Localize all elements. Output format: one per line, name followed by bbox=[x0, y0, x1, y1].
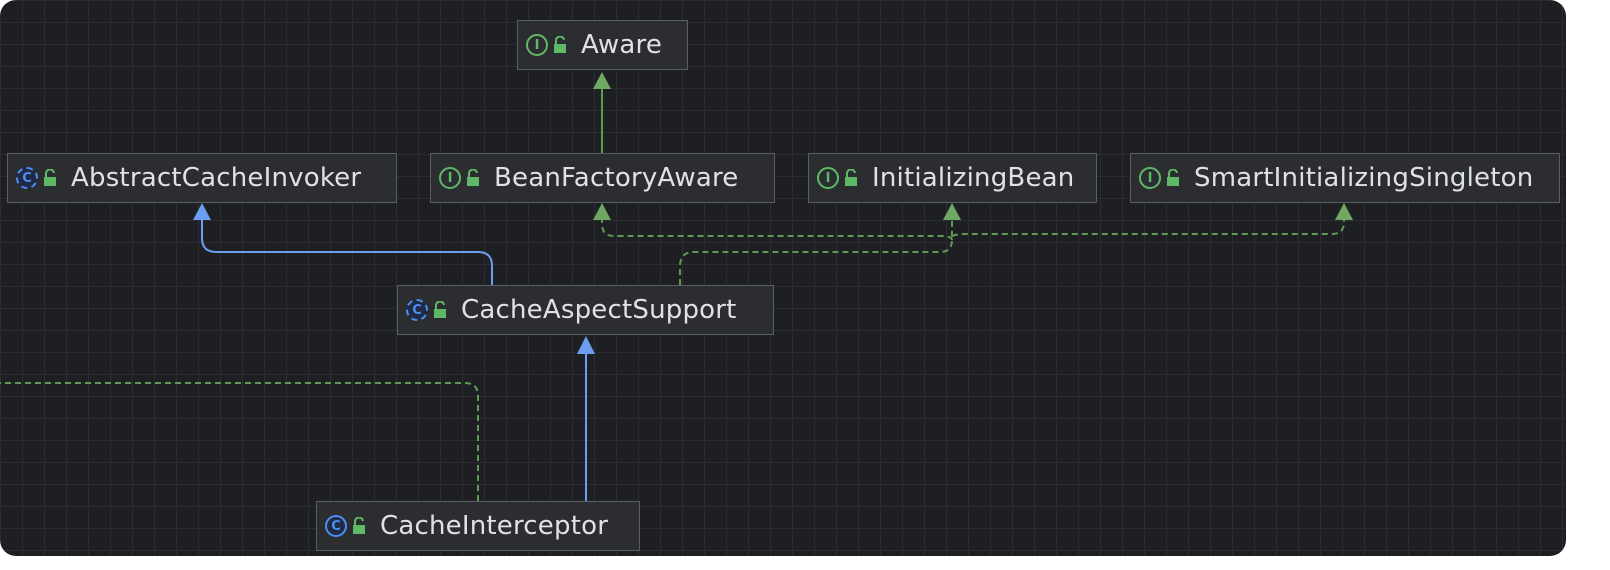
arrowhead bbox=[593, 203, 611, 220]
node-label: BeanFactoryAware bbox=[494, 163, 739, 193]
public-lock-icon bbox=[1167, 169, 1179, 186]
abstract-class-badge-icon: C bbox=[16, 167, 38, 189]
public-lock-icon bbox=[434, 301, 446, 318]
arrowhead bbox=[577, 336, 595, 354]
arrowhead bbox=[593, 72, 611, 89]
node-smart-initializing-singleton[interactable]: I SmartInitializingSingleton bbox=[1130, 153, 1560, 203]
arrowhead bbox=[1335, 203, 1353, 220]
node-label: Aware bbox=[581, 30, 663, 60]
node-bean-factory-aware[interactable]: I BeanFactoryAware bbox=[430, 153, 775, 203]
node-label: SmartInitializingSingleton bbox=[1194, 163, 1534, 193]
arrowhead bbox=[943, 203, 961, 220]
node-abstract-cache-invoker[interactable]: C AbstractCacheInvoker bbox=[7, 153, 397, 203]
interface-badge-icon: I bbox=[439, 167, 461, 189]
public-lock-icon bbox=[44, 169, 56, 186]
edge-cacheaspectsupport-interfaces bbox=[601, 218, 1345, 285]
edges-layer bbox=[0, 72, 1353, 501]
public-lock-icon bbox=[353, 517, 365, 534]
node-label: CacheAspectSupport bbox=[461, 295, 737, 325]
edge-cacheinterceptor-cacheaspectsupport bbox=[577, 336, 595, 501]
arrowhead bbox=[193, 203, 211, 220]
edge-cacheinterceptor-offscreen bbox=[0, 382, 479, 501]
edge-cacheaspectsupport-abstractcacheinvoker bbox=[193, 203, 493, 285]
edge-beanfactoryaware-aware bbox=[593, 72, 611, 153]
abstract-class-badge-icon: C bbox=[406, 299, 428, 321]
interface-badge-icon: I bbox=[817, 167, 839, 189]
diagram-canvas: I Aware C AbstractCacheInvoker I BeanFac… bbox=[0, 0, 1566, 556]
node-cache-interceptor[interactable]: C CacheInterceptor bbox=[316, 501, 640, 551]
node-aware[interactable]: I Aware bbox=[517, 20, 688, 70]
node-label: CacheInterceptor bbox=[380, 511, 609, 541]
public-lock-icon bbox=[845, 169, 857, 186]
node-initializing-bean[interactable]: I InitializingBean bbox=[808, 153, 1097, 203]
public-lock-icon bbox=[554, 36, 566, 53]
interface-badge-icon: I bbox=[1139, 167, 1161, 189]
interface-badge-icon: I bbox=[526, 34, 548, 56]
class-badge-icon: C bbox=[325, 515, 347, 537]
public-lock-icon bbox=[467, 169, 479, 186]
node-cache-aspect-support[interactable]: C CacheAspectSupport bbox=[397, 285, 774, 335]
node-label: AbstractCacheInvoker bbox=[71, 163, 362, 193]
node-label: InitializingBean bbox=[872, 163, 1075, 193]
